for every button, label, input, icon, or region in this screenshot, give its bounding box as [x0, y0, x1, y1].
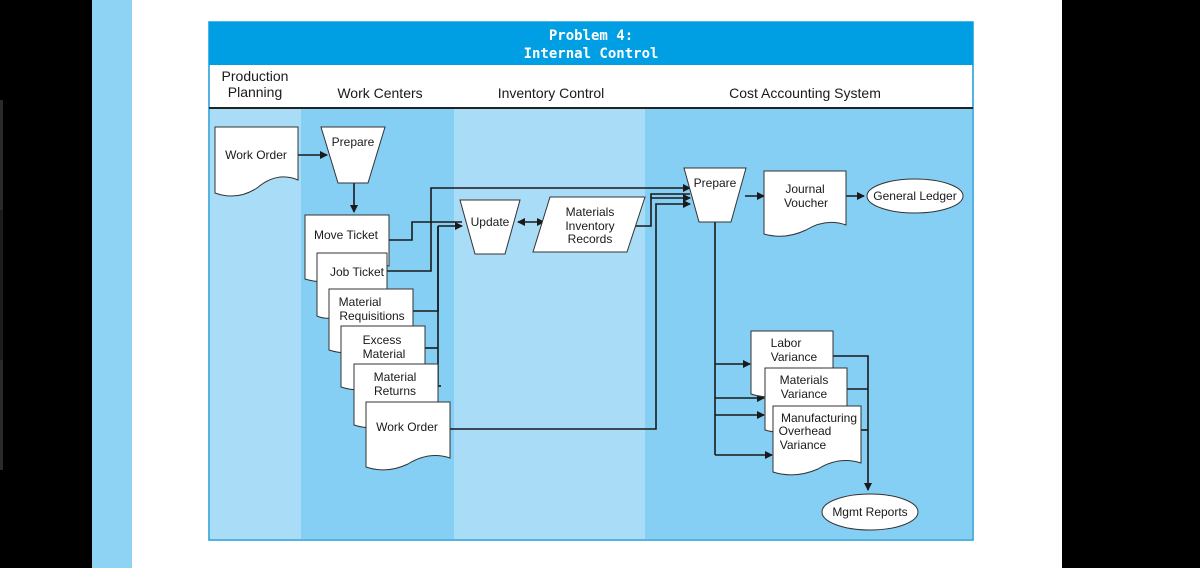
material-returns-label: Returns	[374, 384, 416, 398]
update-label: Update	[471, 215, 510, 229]
overhead-variance-document	[772, 405, 862, 476]
excess-material-label: Material	[363, 347, 406, 361]
inventory-records-label: Records	[568, 232, 613, 246]
lane-inventory-control	[454, 109, 645, 539]
work-order-document	[214, 126, 299, 197]
mgmt-reports-terminal	[821, 493, 919, 531]
journal-voucher-document	[763, 170, 847, 237]
prepare-manual-operation	[683, 167, 747, 223]
prepare-label: Prepare	[332, 135, 375, 149]
excess-material-label: Excess	[363, 333, 402, 347]
lane-heading-production-planning: Planning	[228, 84, 283, 100]
left-edge-marker	[0, 210, 3, 360]
update-manual-operation	[459, 199, 521, 255]
journal-voucher-label: Voucher	[784, 196, 828, 210]
inventory-records-label: Inventory	[565, 219, 614, 233]
materials-inventory-records-file	[532, 196, 646, 253]
prepare-label: Prepare	[694, 176, 737, 190]
left-edge-marker	[0, 100, 3, 210]
prepare-manual-operation	[320, 126, 386, 184]
diagram-title: Problem 4:	[549, 28, 633, 44]
page-left-strip	[92, 0, 132, 568]
material-requisitions-label: Requisitions	[339, 309, 404, 323]
left-edge-marker	[0, 360, 3, 470]
overhead-variance-label: Variance	[780, 438, 827, 452]
lane-heading-cost-accounting: Cost Accounting System	[729, 85, 881, 101]
work-order-label: Work Order	[225, 148, 287, 162]
move-ticket-label: Move Ticket	[314, 228, 379, 242]
material-requisitions-label: Material	[339, 295, 382, 309]
mgmt-reports-label: Mgmt Reports	[832, 505, 907, 519]
materials-variance-label: Materials	[780, 373, 829, 387]
lane-heading-inventory-control: Inventory Control	[498, 85, 605, 101]
inventory-records-label: Materials	[566, 205, 615, 219]
job-ticket-label: Job Ticket	[330, 265, 385, 279]
work-order-label: Work Order	[376, 420, 438, 434]
lane-heading-production-planning: Production	[222, 68, 289, 84]
work-order-document	[365, 401, 451, 471]
title-bar	[209, 22, 973, 65]
overhead-variance-label: Manufacturing	[781, 411, 857, 425]
general-ledger-label: General Ledger	[873, 189, 956, 203]
labor-variance-label: Variance	[771, 350, 818, 364]
diagram-subtitle: Internal Control	[524, 46, 659, 62]
connectors	[298, 151, 872, 491]
labor-variance-label: Labor	[771, 336, 802, 350]
general-ledger-terminal	[866, 178, 964, 214]
journal-voucher-label: Journal	[785, 182, 824, 196]
lane-heading-work-centers: Work Centers	[337, 85, 422, 101]
materials-variance-label: Variance	[781, 387, 828, 401]
overhead-variance-label: Overhead	[779, 424, 832, 438]
material-returns-label: Material	[374, 370, 417, 384]
